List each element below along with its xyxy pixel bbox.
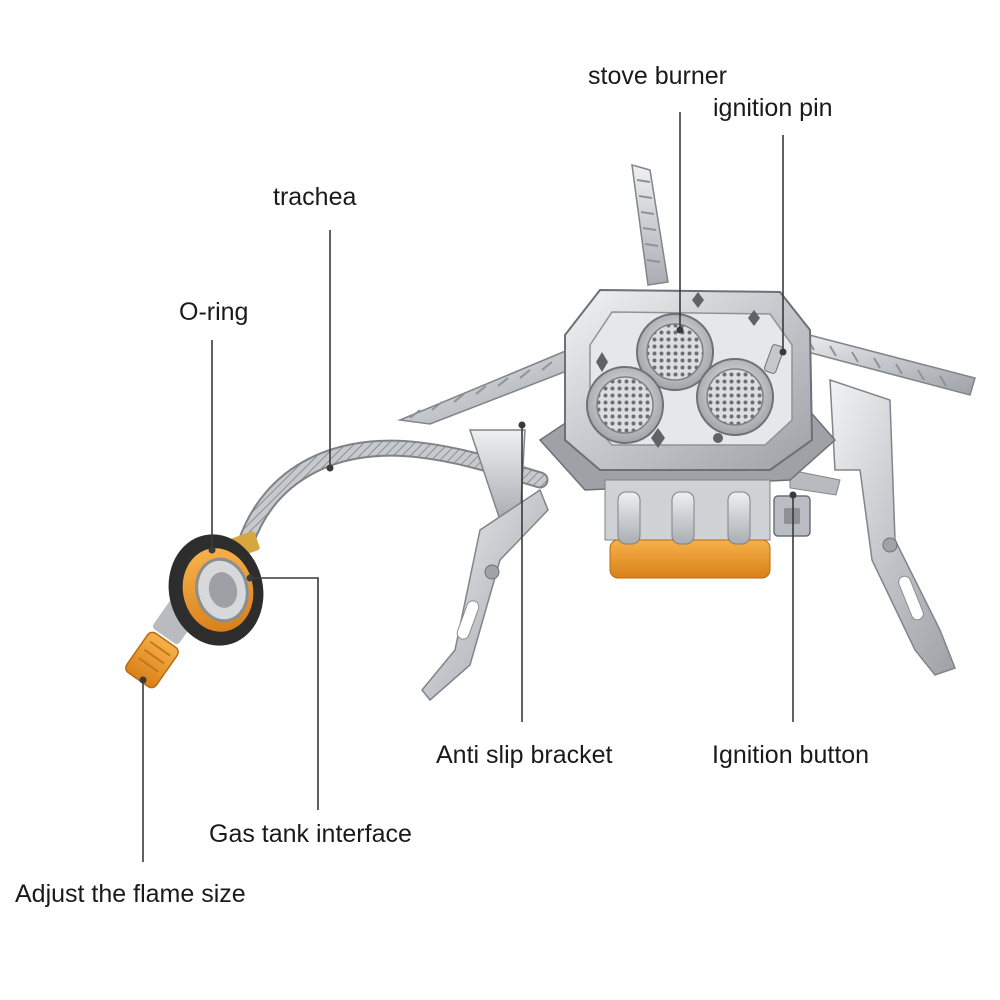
flame-adjust-knob bbox=[125, 631, 179, 689]
leader-dots bbox=[139, 326, 797, 684]
burner-head bbox=[538, 288, 837, 579]
label-gas-tank-interface: Gas tank interface bbox=[209, 820, 412, 848]
stove-burner bbox=[586, 313, 774, 444]
pot-supports bbox=[397, 163, 976, 702]
label-ignition-pin: ignition pin bbox=[713, 94, 833, 122]
label-adjust-flame-size: Adjust the flame size bbox=[15, 880, 246, 908]
leader-lines bbox=[142, 112, 794, 862]
label-trachea: trachea bbox=[273, 183, 357, 211]
label-o-ring: O-ring bbox=[179, 298, 249, 326]
ignition-pin bbox=[763, 344, 785, 374]
anti-slip-bracket-leg bbox=[421, 488, 549, 702]
label-ignition-button: Ignition button bbox=[712, 741, 870, 769]
gas-tank-valve bbox=[125, 531, 264, 689]
label-anti-slip-bracket: Anti slip bracket bbox=[436, 741, 613, 769]
label-stove-burner: stove burner bbox=[588, 62, 727, 90]
